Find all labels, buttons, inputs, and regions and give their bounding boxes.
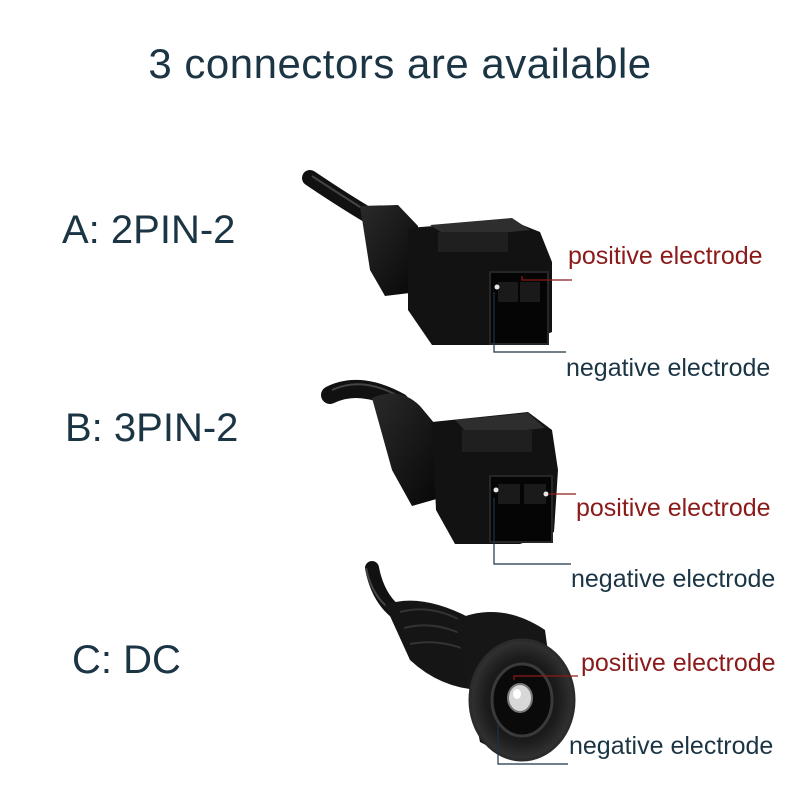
page-title: 3 connectors are available	[148, 40, 652, 87]
connector-a-negative-pointer	[493, 292, 566, 353]
connector-a-pin	[494, 284, 500, 290]
connector-b-negative-pointer	[493, 498, 571, 565]
connector-c-negative-label: negative electrode	[569, 732, 774, 760]
connector-a-label: A: 2PIN-2	[62, 208, 236, 252]
connector-c-label: C: DC	[72, 638, 181, 682]
connector-b-pin-negative	[493, 487, 499, 493]
connector-a-latch	[438, 232, 508, 252]
connector-b-3pin-plug	[321, 379, 558, 544]
connector-b-negative-label: negative electrode	[571, 565, 776, 593]
connector-b-positive-label: positive electrode	[576, 494, 771, 522]
connector-c-positive-label: positive electrode	[581, 649, 776, 677]
connector-c-dc-jack	[365, 561, 576, 762]
connector-a-negative-label: negative electrode	[566, 354, 771, 382]
connector-c-center-pin	[507, 683, 533, 713]
connector-a-positive-label: positive electrode	[568, 242, 763, 270]
connector-c-negative-pointer	[497, 724, 568, 765]
connector-b-label: B: 3PIN-2	[65, 406, 239, 450]
connector-b-latch	[462, 430, 532, 452]
connector-a-boot	[360, 205, 418, 296]
connector-b-pin-positive	[543, 491, 549, 497]
connector-b-boot	[372, 393, 440, 506]
connector-c-positive-pointer	[513, 675, 578, 680]
connector-a-2pin-plug	[302, 170, 552, 345]
connector-a-positive-pointer	[521, 276, 572, 281]
